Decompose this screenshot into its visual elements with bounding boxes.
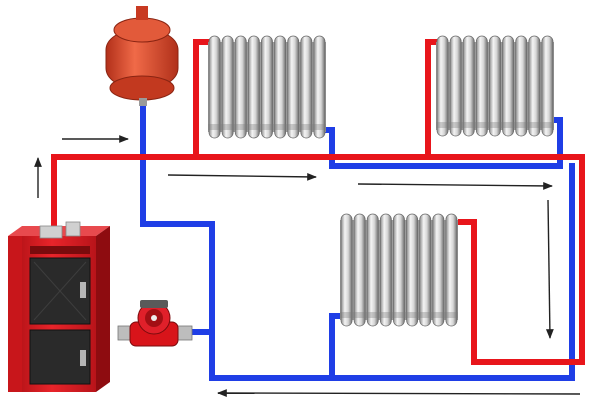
radiator-fin (475, 35, 488, 137)
radiator-fin (432, 213, 445, 327)
flow-arrow-supply-mid-2 (357, 181, 553, 190)
radiator-top-right-icon (436, 35, 554, 137)
radiator-fin (287, 35, 300, 139)
radiator-fin (406, 213, 419, 327)
radiator-fin (340, 213, 353, 327)
radiator-fin (313, 35, 326, 139)
flow-arrow-supply-mid-1 (167, 172, 317, 181)
radiator-fin (436, 35, 449, 137)
radiator-fin (489, 35, 501, 137)
radiator-fin (462, 35, 475, 137)
radiator-fin (247, 35, 260, 139)
radiator-fin (366, 213, 379, 327)
radiator-fin (300, 35, 313, 139)
radiator-fin (379, 213, 392, 327)
radiator-top-left-icon (208, 35, 326, 139)
boiler-icon (8, 221, 110, 392)
radiator-fin (274, 35, 287, 139)
supply-pipe-main (51, 154, 585, 365)
supply-pipe-top-left-radiator (193, 39, 212, 157)
radiator-fin (208, 35, 221, 139)
radiator-fin (393, 213, 405, 327)
radiator-fin (515, 35, 528, 137)
flow-arrows (34, 135, 581, 397)
radiator-fin (221, 35, 234, 139)
return-pipes (140, 104, 575, 381)
radiator-fin (445, 213, 458, 327)
radiator-fin (528, 35, 541, 137)
flow-arrow-supply-right-down (545, 199, 554, 339)
flow-arrow-return-bottom (217, 389, 581, 397)
radiator-fin (261, 35, 273, 139)
return-pipe-top-right-radiator (322, 117, 563, 169)
expansion-tank-icon (105, 6, 179, 106)
radiator-fin (234, 35, 247, 139)
pump-icon (117, 300, 193, 347)
radiator-fin (353, 213, 366, 327)
radiator-fin (541, 35, 554, 137)
return-pipe-main (140, 104, 575, 381)
radiator-middle-icon (340, 213, 458, 327)
radiator-fin (502, 35, 515, 137)
radiator-fin (449, 35, 462, 137)
return-pipe-middle-radiator (329, 313, 344, 378)
radiator-fin (419, 213, 432, 327)
